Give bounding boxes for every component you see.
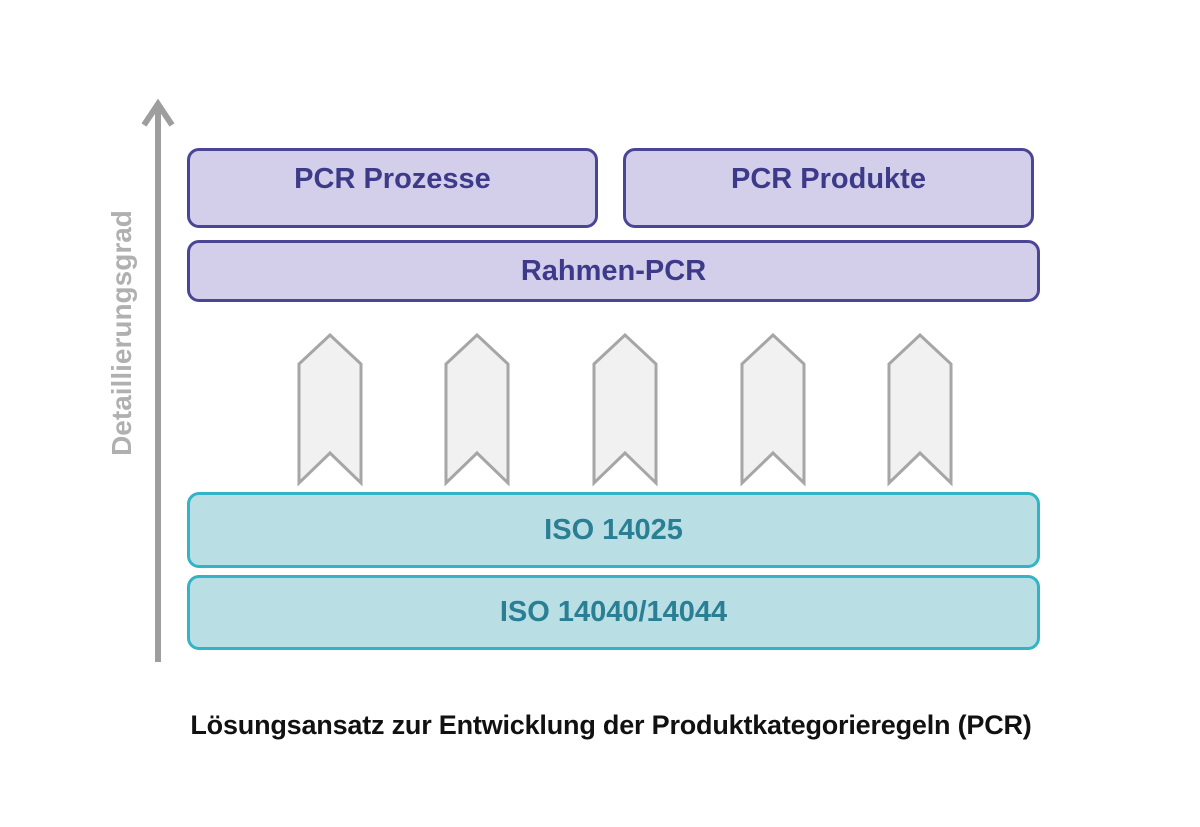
chevron-up-arrow-2 (444, 333, 510, 487)
chevron-up-arrow-5 (887, 333, 953, 487)
iso-14040-14044-box: ISO 14040/14044 (187, 575, 1040, 650)
axis-label: Detaillierungsgrad (106, 210, 137, 456)
rahmen-pcr-box: Rahmen-PCR (187, 240, 1040, 302)
iso-14025-box: ISO 14025 (187, 492, 1040, 568)
chevron-up-arrow-4 (740, 333, 806, 487)
diagram-caption: Lösungsansatz zur Entwicklung der Produk… (190, 710, 1032, 740)
chevron-up-arrow-3 (592, 333, 658, 487)
chevron-up-arrow-1 (297, 333, 363, 487)
pcr-prozesse-box: PCR Prozesse (187, 148, 598, 228)
pcr-produkte-box: PCR Produkte (623, 148, 1034, 228)
